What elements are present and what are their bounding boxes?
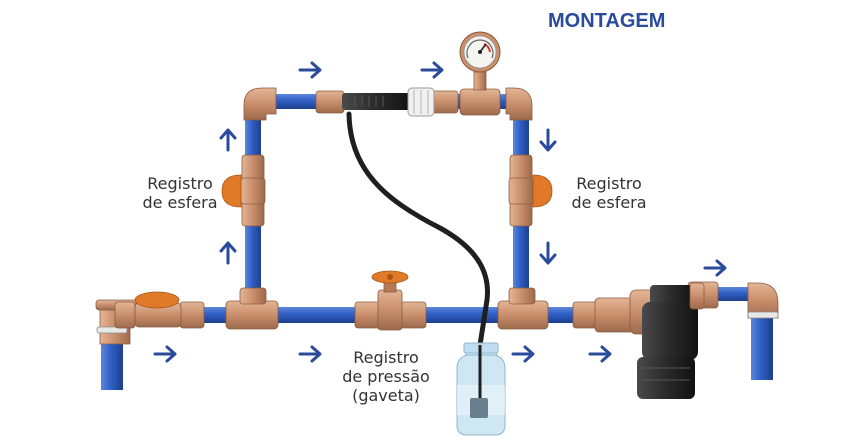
arrow-icon [588, 345, 612, 363]
top-left-elbow [243, 87, 277, 121]
ball-valve-inlet [134, 291, 182, 328]
top-right-elbow [505, 87, 533, 121]
label-line: Registro [147, 174, 213, 193]
tee-right [497, 300, 549, 330]
arrow-icon [219, 241, 237, 265]
label-line: Registro [353, 348, 419, 367]
label-gate-valve: Registro de pressão (gaveta) [331, 348, 441, 405]
tee-left [225, 300, 279, 330]
hose [346, 111, 490, 348]
label-line: de pressão [342, 367, 430, 386]
arrow-icon [539, 128, 557, 152]
gauge-tee [459, 88, 501, 116]
arrow-icon [298, 61, 322, 79]
flow-arrows [153, 61, 727, 363]
ball-valve-right [508, 174, 553, 208]
arrow-icon [298, 345, 322, 363]
inlet-clamp [96, 326, 128, 334]
water-bottle-icon [456, 342, 506, 436]
label-line: de esfera [142, 193, 218, 212]
label-ball-valve-right: Registro de esfera [561, 174, 657, 212]
page-title: MONTAGEM [548, 10, 666, 32]
inlet-pipe [101, 335, 123, 390]
outlet-down-pipe [751, 315, 773, 380]
label-line: de esfera [571, 193, 647, 212]
filter [629, 282, 705, 399]
label-line: Registro [576, 174, 642, 193]
arrow-icon [153, 345, 177, 363]
arrow-icon [420, 61, 444, 79]
pressure-gauge-icon [459, 31, 501, 91]
arrow-icon [511, 345, 535, 363]
arrow-icon [539, 241, 557, 265]
fittings [95, 87, 779, 345]
gate-valve [371, 270, 409, 331]
arrow-icon [703, 259, 727, 277]
label-ball-valve-left: Registro de esfera [132, 174, 228, 212]
arrow-icon [219, 128, 237, 152]
outlet-clamp [747, 311, 779, 319]
hose-adapter [342, 93, 412, 110]
ball-valve-left [221, 174, 266, 208]
label-line: (gaveta) [352, 386, 420, 405]
